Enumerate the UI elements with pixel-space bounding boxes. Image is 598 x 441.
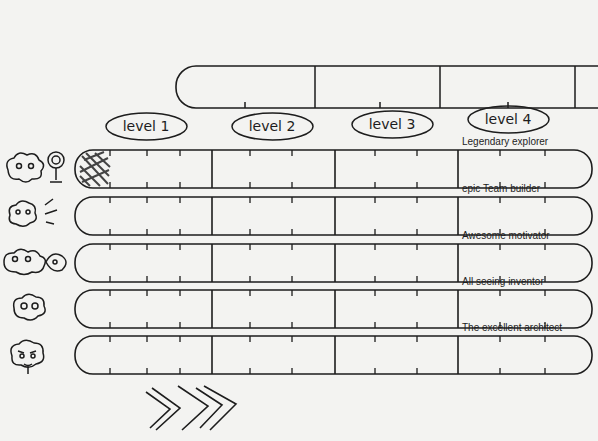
badge-title: epic Team builder: [462, 183, 540, 195]
level-ellipse: level 1: [105, 112, 188, 141]
progress-bar: [75, 336, 592, 374]
badge-title: Awesome motivator: [462, 230, 550, 242]
level-label: level 2: [249, 118, 296, 135]
level-ellipse: level 2: [231, 112, 314, 141]
filled-progress-cell: [80, 152, 110, 186]
progress-bar: [75, 197, 592, 235]
level-label: level 1: [123, 118, 170, 135]
level-label: level 3: [369, 116, 416, 133]
badge-title: All seeing inventor: [462, 276, 544, 288]
level-ellipse: level 4: [467, 105, 550, 134]
ellipse-shape: [232, 113, 313, 140]
ellipse-shape: [106, 113, 187, 140]
ellipse-shape: [468, 106, 549, 133]
avatar-doodles: [4, 152, 66, 374]
next-chevrons: [146, 386, 236, 430]
badge-title: The excellent architect: [462, 322, 562, 334]
progress-bar: [75, 150, 592, 188]
level-label: level 4: [485, 111, 532, 128]
overall-progress-bar: [176, 66, 598, 108]
level-ellipse: level 3: [351, 110, 434, 139]
badge-title: Legendary explorer: [462, 136, 548, 148]
ellipse-shape: [352, 111, 433, 138]
